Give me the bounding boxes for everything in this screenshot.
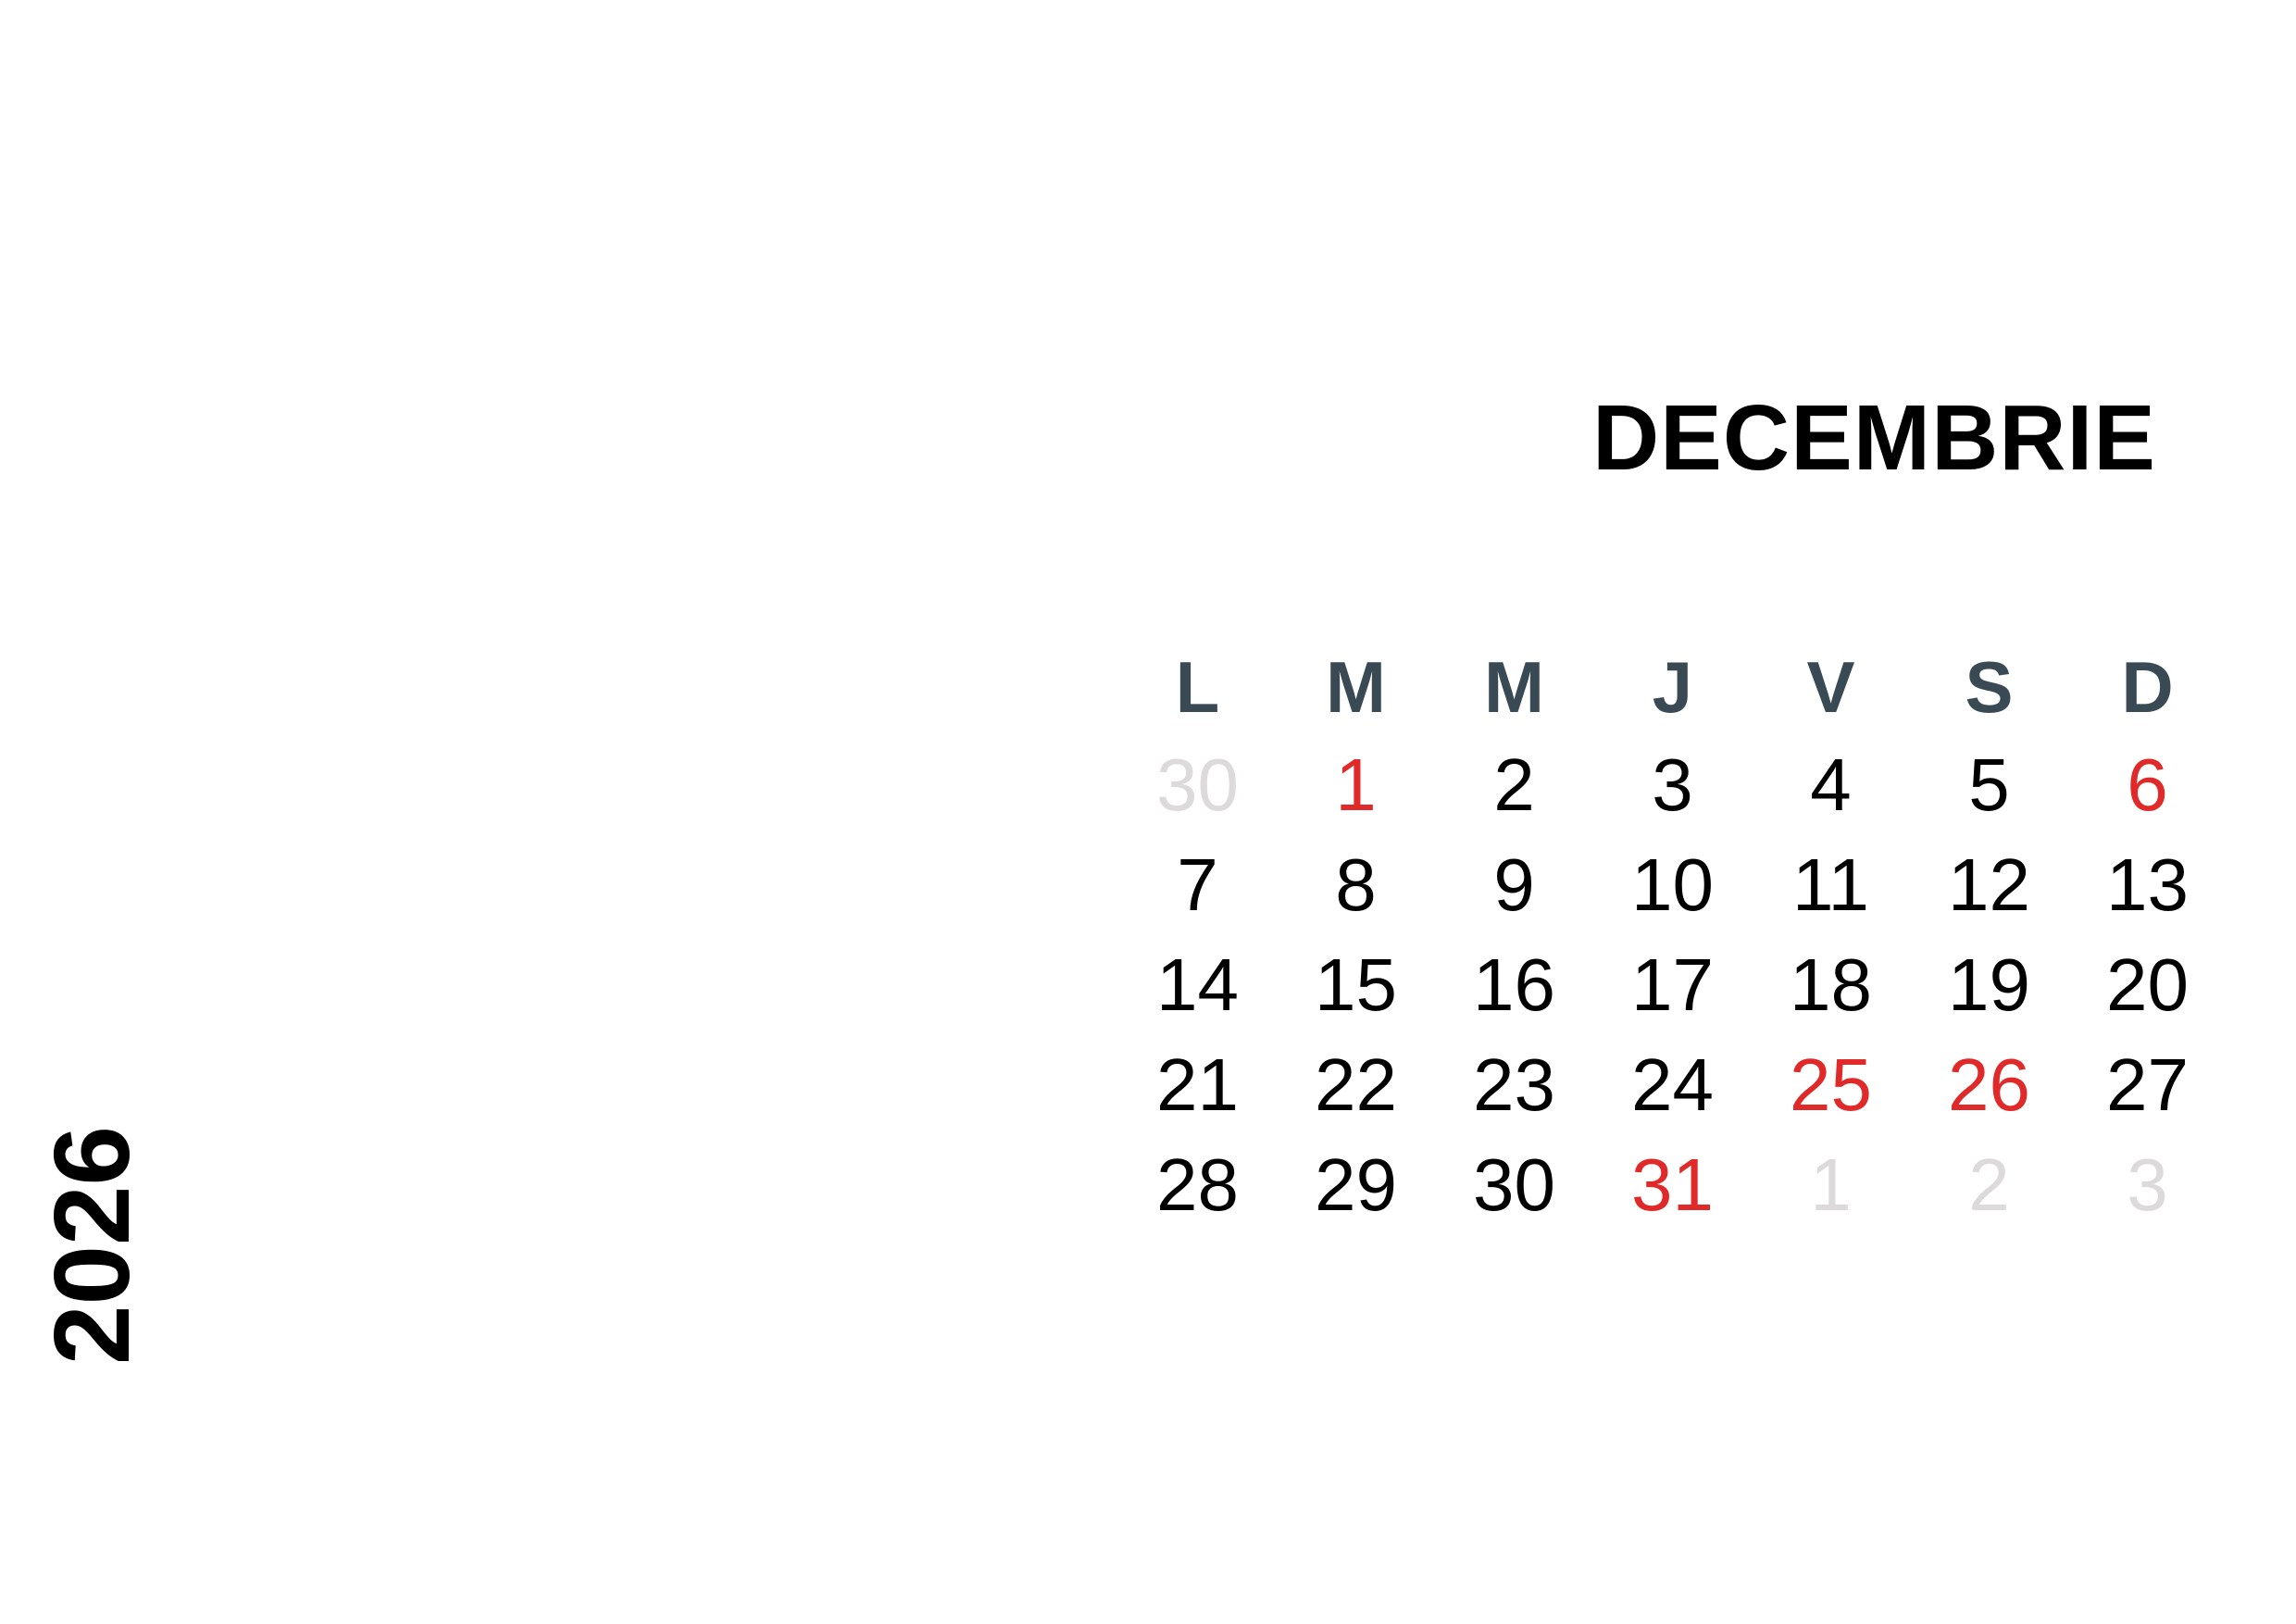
day-cell: 16 [1473, 943, 1555, 1026]
day-cell: 17 [1631, 943, 1714, 1026]
day-cell: 14 [1156, 943, 1239, 1026]
day-cell: 5 [1968, 743, 2010, 826]
day-cell: 18 [1790, 943, 1872, 1026]
day-cell: 9 [1493, 843, 1535, 926]
day-cell: 24 [1631, 1043, 1714, 1126]
day-cell: 15 [1315, 943, 1397, 1026]
adjacent-month-day-cell: 1 [1810, 1143, 1852, 1226]
day-cell: 20 [2106, 943, 2189, 1026]
day-cell: 23 [1473, 1043, 1555, 1126]
weekday-header: J [1652, 646, 1693, 728]
day-cell: 19 [1948, 943, 2030, 1026]
holiday-day-cell: 26 [1948, 1043, 2030, 1126]
day-cell: 10 [1631, 843, 1714, 926]
weekday-header: L [1175, 646, 1220, 728]
day-cell: 22 [1315, 1043, 1397, 1126]
year-label: 2026 [31, 1125, 152, 1366]
adjacent-month-day-cell: 3 [2127, 1143, 2168, 1226]
weekday-header: S [1965, 646, 2014, 728]
day-cell: 8 [1335, 843, 1377, 926]
adjacent-month-day-cell: 2 [1968, 1143, 2010, 1226]
day-cell: 3 [1652, 743, 1693, 826]
day-cell: 21 [1156, 1043, 1239, 1126]
holiday-day-cell: 31 [1631, 1143, 1714, 1226]
day-cell: 2 [1493, 743, 1535, 826]
day-cell: 28 [1156, 1143, 1239, 1226]
adjacent-month-day-cell: 30 [1156, 743, 1239, 826]
weekday-header: D [2121, 646, 2174, 728]
holiday-day-cell: 1 [1335, 743, 1377, 826]
day-cell: 11 [1791, 843, 1870, 926]
weekday-header: M [1326, 646, 1386, 728]
holiday-day-cell: 6 [2127, 743, 2168, 826]
holiday-day-cell: 25 [1790, 1043, 1872, 1126]
day-cell: 13 [2106, 843, 2189, 926]
day-cell: 12 [1948, 843, 2030, 926]
day-cell: 7 [1177, 843, 1218, 926]
weekday-header: V [1806, 646, 1855, 728]
weekday-header: M [1484, 646, 1544, 728]
month-title: DECEMBRIE [1591, 386, 2156, 490]
day-cell: 30 [1473, 1143, 1555, 1226]
day-cell: 29 [1315, 1143, 1397, 1226]
day-cell: 4 [1810, 743, 1852, 826]
day-cell: 27 [2106, 1043, 2189, 1126]
